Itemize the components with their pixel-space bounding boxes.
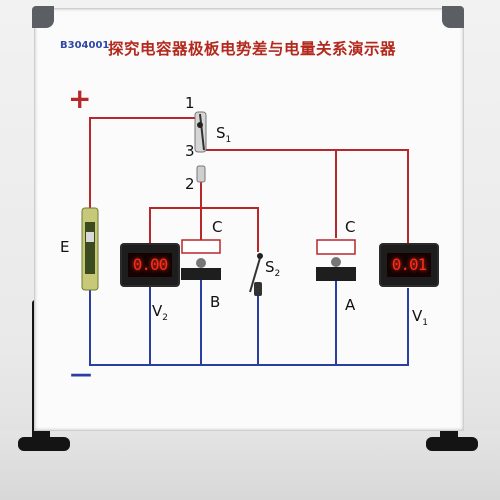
voltmeter-v1-display: 0.01: [387, 253, 431, 277]
switch-s1: [194, 111, 207, 183]
left-foot: [18, 437, 70, 451]
minus-terminal-label: —: [70, 362, 92, 387]
source-label: E: [60, 238, 70, 256]
s1-label: S1: [216, 124, 232, 145]
s2-label: S2: [265, 258, 281, 279]
s1-position-3-label: 3: [185, 142, 195, 160]
capacitor-a: [316, 239, 356, 281]
voltmeter-v1: 0.01: [381, 245, 437, 285]
capacitor-a-label: C: [345, 218, 356, 236]
voltmeter-v2-display: 0.00: [128, 253, 172, 277]
board-corner-top-left: [32, 6, 54, 28]
board-title: 探究电容器极板电势差与电量关系演示器: [108, 40, 397, 58]
right-foot: [426, 437, 478, 451]
s1-position-1-label: 1: [185, 94, 195, 112]
node-b-label: B: [210, 293, 221, 311]
voltmeter-v2-label: V2: [152, 302, 168, 323]
node-a-label: A: [345, 296, 356, 314]
plus-terminal-label: +: [68, 82, 92, 115]
demo-board: [34, 8, 464, 431]
capacitor-b-label: C: [212, 218, 223, 236]
model-number: B304001: [60, 40, 110, 51]
table-surface: [0, 430, 500, 500]
capacitor-b: [181, 239, 221, 280]
blue-wires: [89, 270, 409, 366]
battery-e: [81, 207, 99, 291]
voltmeter-v2: 0.00: [122, 245, 178, 285]
voltmeter-v1-label: V1: [412, 307, 428, 328]
red-wires: [89, 117, 409, 262]
switch-s2: [249, 253, 263, 296]
board-corner-top-right: [442, 6, 464, 28]
s1-position-2-label: 2: [185, 175, 195, 193]
